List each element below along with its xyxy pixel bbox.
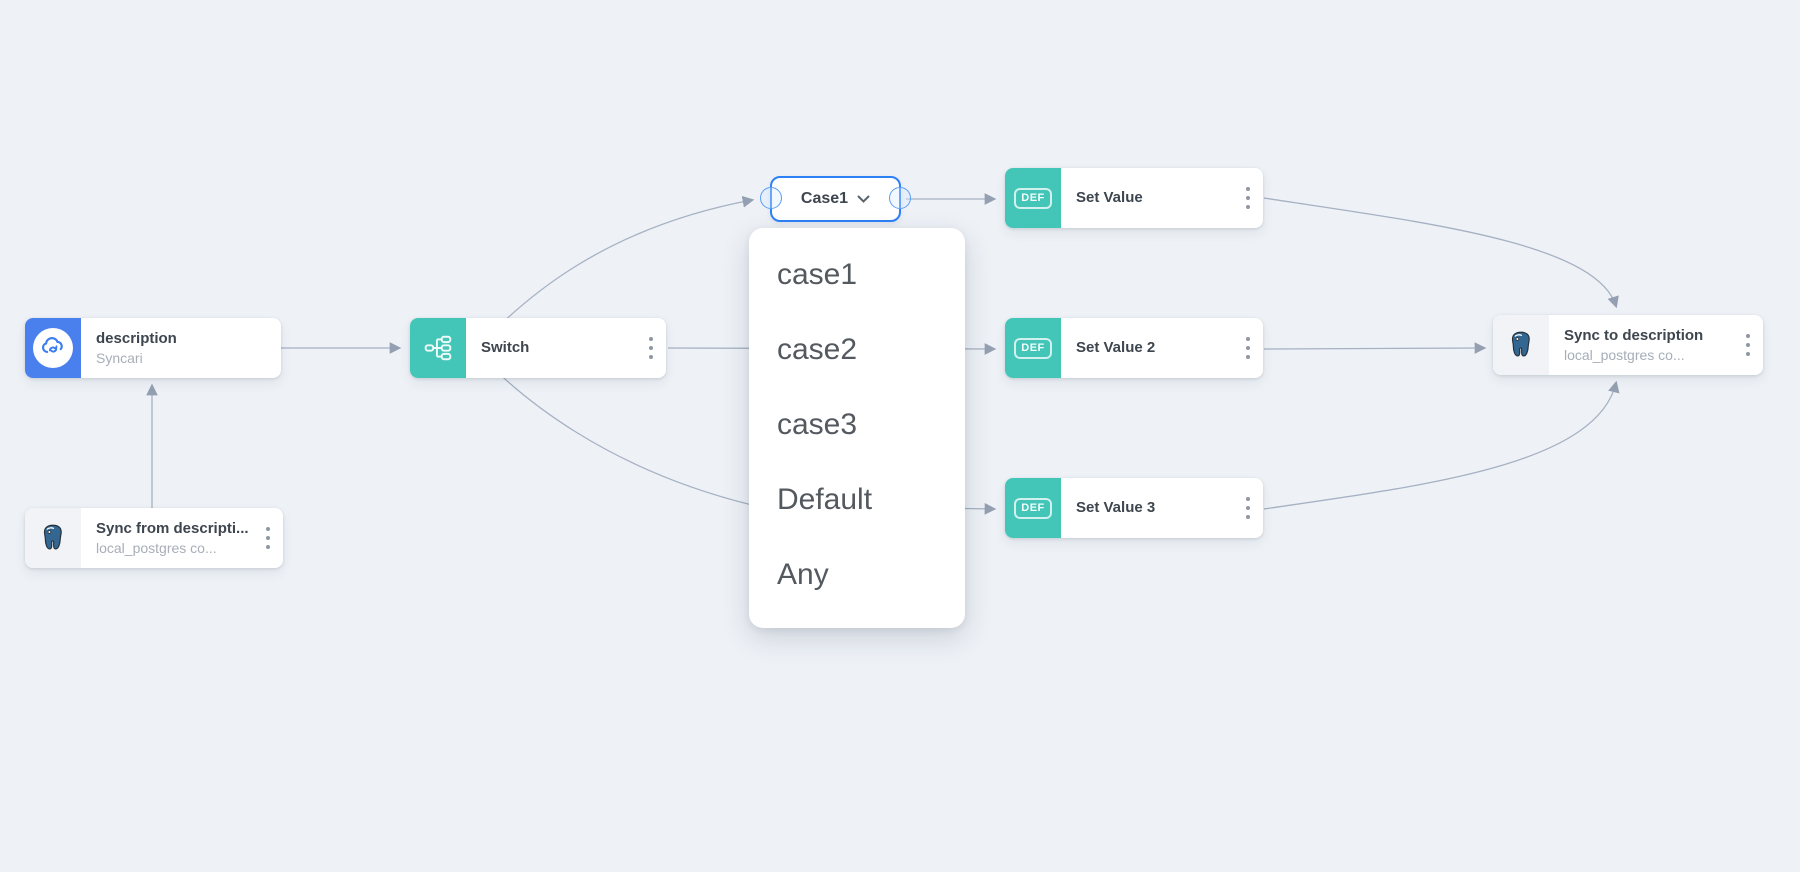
case-selector-label: Case1 [800,190,849,207]
dropdown-option-default[interactable]: Default [777,482,873,516]
def-function-icon: DEF [1005,168,1061,228]
def-function-icon: DEF [1005,318,1061,378]
dropdown-option-case3[interactable]: case3 [777,407,858,441]
postgres-icon [1493,315,1549,375]
node-title: Sync to description [1564,326,1704,344]
node-switch[interactable]: Switch [410,318,666,378]
node-subtitle: local_postgres co... [1564,346,1685,363]
chevron-down-icon [857,195,870,203]
node-title: Switch [481,339,530,356]
node-description[interactable]: description Syncari [25,318,281,378]
node-set-value-2[interactable]: DEF Set Value 2 [1005,318,1263,378]
node-menu-button[interactable] [1243,184,1253,212]
node-menu-button[interactable] [646,334,656,362]
node-title: Sync from descripti... [96,519,249,537]
syncari-logo-icon [25,318,81,378]
dropdown-option-case2[interactable]: case2 [777,332,858,366]
edge-port-left[interactable] [760,187,782,209]
dropdown-option-case1[interactable]: case1 [777,257,858,291]
node-menu-button[interactable] [1743,331,1753,359]
node-subtitle: local_postgres co... [96,539,217,556]
case-dropdown-menu: case1 case2 case3 Default Any [749,228,965,628]
node-menu-button[interactable] [1243,334,1253,362]
node-title: Set Value [1076,189,1143,206]
node-title: Set Value 2 [1076,339,1156,356]
node-title: Set Value 3 [1076,499,1156,516]
edge-setvalue3-to-syncto [1263,380,1620,510]
edge-setvalue2-to-syncto [1263,342,1487,354]
postgres-icon [25,508,81,568]
switch-icon [410,318,466,378]
node-menu-button[interactable] [1243,494,1253,522]
edge-port-right[interactable] [889,187,911,209]
def-function-icon: DEF [1005,478,1061,538]
node-title: description [96,329,177,347]
dropdown-option-any[interactable]: Any [777,557,829,591]
node-menu-button[interactable] [263,524,273,552]
node-set-value-3[interactable]: DEF Set Value 3 [1005,478,1263,538]
node-subtitle: Syncari [96,349,143,366]
node-set-value[interactable]: DEF Set Value [1005,168,1263,228]
node-sync-to-description[interactable]: Sync to description local_postgres co... [1493,315,1763,375]
edge-setvalue-to-syncto [1263,197,1619,309]
node-sync-from-description[interactable]: Sync from descripti... local_postgres co… [25,508,283,568]
case-selector-chip[interactable]: Case1 [760,176,911,222]
